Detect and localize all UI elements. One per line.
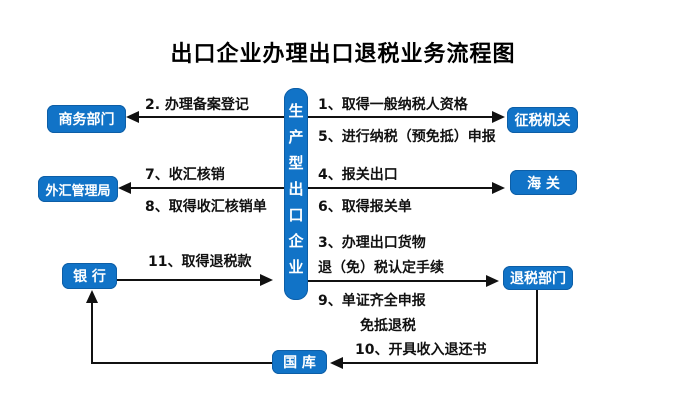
flowchart-title: 出口企业办理出口退税业务流程图 [170, 42, 516, 67]
node-tax-authority: 征税机关 [507, 107, 578, 133]
step-label-1: 1、取得一般纳税人资格 [318, 97, 468, 113]
arrow-line-center-to-forex [130, 187, 284, 189]
step-label-7: 7、收汇核销 [145, 167, 225, 183]
arrowhead-center-to-customs [492, 182, 505, 194]
arrow-line-center-to-refund [308, 280, 488, 282]
step-label-11: 11、取得退税款 [148, 254, 252, 270]
node-treasury: 国 库 [272, 350, 327, 374]
step-label-3-line1: 3、办理出口货物 [318, 235, 426, 251]
step-label-3-line2: 退（免）税认定手续 [318, 260, 444, 276]
arrow-line-treasury-left [91, 362, 272, 364]
step-label-5: 5、进行纳税（预免抵）申报 [318, 129, 496, 145]
arrowhead-bank-to-center [260, 274, 273, 286]
step-label-6: 6、取得报关单 [318, 199, 412, 215]
step-label-8: 8、取得收汇核销单 [145, 199, 267, 215]
step-label-10: 10、开具收入退还书 [355, 342, 487, 358]
node-commerce-dept: 商务部门 [47, 105, 126, 133]
arrow-line-center-to-tax [308, 116, 494, 118]
arrow-line-refund-down [536, 290, 538, 364]
arrowhead-center-to-forex [118, 182, 131, 194]
arrow-line-center-to-commerce [138, 116, 284, 118]
step-label-4: 4、报关出口 [318, 167, 398, 183]
arrowhead-center-to-commerce [126, 111, 139, 123]
step-label-9-line1: 9、单证齐全申报 [318, 293, 426, 309]
node-customs: 海 关 [510, 170, 577, 195]
arrow-line-refund-to-treasury [342, 362, 538, 364]
step-label-9-line2: 免抵退税 [360, 318, 416, 334]
arrowhead-treasury-to-bank [86, 290, 98, 303]
node-refund-dept: 退税部门 [503, 266, 573, 290]
arrow-line-bank-to-center [117, 279, 262, 281]
node-bank: 银 行 [62, 263, 117, 289]
node-forex-admin: 外汇管理局 [38, 176, 118, 202]
node-production-export-enterprise: 生产型出口企业 [284, 88, 308, 300]
arrowhead-center-to-tax [492, 111, 505, 123]
step-label-2: 2. 办理备案登记 [145, 97, 249, 113]
arrowhead-center-to-refund [486, 275, 499, 287]
arrow-line-center-to-customs [308, 187, 494, 189]
arrow-line-up-to-bank [91, 298, 93, 364]
arrowhead-refund-to-treasury [330, 357, 343, 369]
